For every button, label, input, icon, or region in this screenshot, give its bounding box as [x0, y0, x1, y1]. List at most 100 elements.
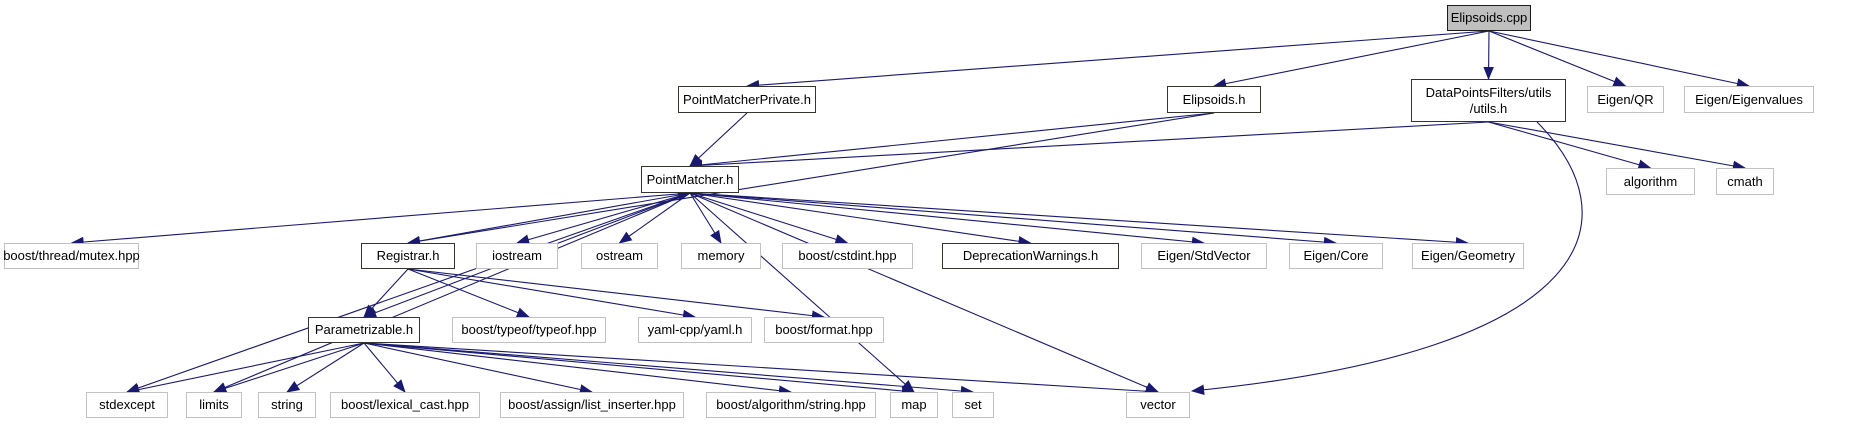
- node-label: memory: [697, 248, 745, 264]
- edge-parametrizable-to-assign: [363, 342, 594, 395]
- edge-parametrizable-to-stdexcept: [125, 342, 365, 395]
- node-eigen-qr: Eigen/QR: [1587, 86, 1664, 113]
- node-label: DeprecationWarnings.h: [962, 248, 1099, 264]
- node-label: boost/format.hpp: [775, 322, 873, 338]
- edge-utils-to-vector: [1190, 121, 1583, 396]
- edge-pointmatcher-to-cstdint: [689, 192, 849, 245]
- edge-pointmatcher-to-vector: [689, 192, 1159, 393]
- edge-pointmatcher-to-stdexcept: [126, 192, 691, 393]
- edge-pmprivate-to-pointmatcher: [689, 112, 748, 167]
- edge-registrar-to-parametrizable: [363, 268, 409, 318]
- node-eigen-geometry: Eigen/Geometry: [1412, 243, 1524, 269]
- edge-registrar-to-typeof: [407, 268, 530, 318]
- node-label: Eigen/QR: [1597, 91, 1654, 107]
- edge-parametrizable-to-set: [363, 342, 975, 397]
- node-stdexcept: stdexcept: [86, 392, 168, 418]
- edge-utils-to-algorithm: [1488, 121, 1652, 170]
- edge-elipsoids-cpp-to-elipsoids-h: [1212, 30, 1490, 89]
- edge-pointmatcher-to-mutex: [70, 192, 691, 248]
- node-map: map: [890, 392, 938, 418]
- edge-pointmatcher-to-eigen-geometry: [689, 192, 1470, 248]
- node-label: ostream: [596, 248, 643, 264]
- node-elipsoids-h[interactable]: Elipsoids.h: [1167, 86, 1261, 113]
- node-label: Parametrizable.h: [314, 322, 414, 338]
- node-label: DataPointsFilters/utils /utils.h: [1425, 84, 1552, 116]
- edge-parametrizable-to-limits: [212, 342, 365, 394]
- node-ostream: ostream: [581, 243, 658, 269]
- node-parametrizable[interactable]: Parametrizable.h: [308, 317, 420, 343]
- edge-pointmatcher-to-deprecation: [689, 192, 1032, 247]
- node-label: PointMatcher.h: [646, 171, 734, 187]
- node-pmprivate[interactable]: PointMatcherPrivate.h: [678, 86, 816, 113]
- node-vector: vector: [1126, 392, 1190, 418]
- node-label: Elipsoids.h: [1182, 91, 1246, 107]
- edge-elipsoids-cpp-to-eigen-eigenvalues: [1488, 30, 1751, 89]
- node-limits: limits: [186, 392, 242, 418]
- edge-utils-to-cmath: [1488, 121, 1747, 172]
- node-format: boost/format.hpp: [764, 317, 884, 343]
- node-assign: boost/assign/list_inserter.hpp: [500, 392, 684, 418]
- node-label: PointMatcherPrivate.h: [683, 91, 811, 107]
- edge-pointmatcher-to-ostream: [618, 192, 691, 244]
- node-label: cmath: [1727, 173, 1763, 189]
- node-typeof: boost/typeof/typeof.hpp: [452, 317, 606, 343]
- node-label: Eigen/Eigenvalues: [1695, 91, 1803, 107]
- node-label: boost/lexical_cast.hpp: [341, 397, 469, 413]
- node-eigen-core: Eigen/Core: [1289, 243, 1383, 269]
- node-label: Eigen/Core: [1303, 248, 1369, 264]
- node-eigen-stdvector: Eigen/StdVector: [1141, 243, 1267, 269]
- edge-elipsoids-cpp-to-pmprivate: [745, 30, 1490, 91]
- node-label: boost/cstdint.hpp: [798, 248, 897, 264]
- node-label: vector: [1140, 397, 1176, 413]
- node-algostring: boost/algorithm/string.hpp: [706, 392, 876, 418]
- edge-parametrizable-to-string: [286, 342, 365, 393]
- edge-utils-to-pointmatcher: [688, 121, 1489, 171]
- node-memory: memory: [681, 243, 761, 269]
- edge-pointmatcher-to-iostream: [515, 192, 691, 245]
- edge-pointmatcher-to-memory: [689, 192, 722, 244]
- node-lexical: boost/lexical_cast.hpp: [330, 392, 480, 418]
- edge-pointmatcher-to-eigen-core: [689, 192, 1338, 248]
- node-label: Eigen/Geometry: [1421, 248, 1515, 264]
- node-label: iostream: [492, 248, 542, 264]
- node-label: Registrar.h: [376, 248, 440, 264]
- node-cstdint: boost/cstdint.hpp: [782, 243, 913, 269]
- node-label: set: [964, 397, 982, 413]
- node-label: yaml-cpp/yaml.h: [647, 322, 743, 338]
- node-label: boost/algorithm/string.hpp: [716, 397, 866, 413]
- edge-registrar-to-yaml: [407, 268, 697, 321]
- edge-elipsoids-h-to-pointmatcher: [688, 112, 1215, 171]
- node-deprecation[interactable]: DeprecationWarnings.h: [942, 243, 1119, 269]
- node-pointmatcher[interactable]: PointMatcher.h: [641, 166, 739, 193]
- node-label: boost/assign/list_inserter.hpp: [508, 397, 676, 413]
- edge-pointmatcher-to-eigen-stdvector: [689, 192, 1206, 248]
- edge-elipsoids-cpp-to-eigen-qr: [1488, 30, 1627, 87]
- edge-parametrizable-to-map: [363, 342, 916, 397]
- edge-registrar-to-pointmatcher: [407, 189, 692, 244]
- node-set: set: [952, 392, 994, 418]
- node-registrar[interactable]: Registrar.h: [361, 243, 455, 269]
- node-label: string: [271, 397, 303, 413]
- node-utils[interactable]: DataPointsFilters/utils /utils.h: [1411, 79, 1566, 122]
- edge-elipsoids-h-to-registrar: [406, 112, 1215, 247]
- node-label: stdexcept: [99, 397, 155, 413]
- node-string: string: [258, 392, 316, 418]
- node-label: boost/thread/mutex.hpp: [3, 248, 140, 264]
- node-label: map: [901, 397, 927, 413]
- node-label: limits: [199, 397, 229, 413]
- node-elipsoids-cpp: Elipsoids.cpp: [1447, 5, 1531, 31]
- node-cmath: cmath: [1716, 168, 1774, 195]
- edge-parametrizable-to-algostring: [363, 342, 793, 396]
- node-mutex: boost/thread/mutex.hpp: [3, 243, 140, 269]
- node-label: Elipsoids.cpp: [1450, 10, 1528, 26]
- node-yaml: yaml-cpp/yaml.h: [638, 317, 752, 343]
- node-label: boost/typeof/typeof.hpp: [461, 322, 597, 338]
- edge-pointmatcher-to-limits: [213, 192, 691, 393]
- edge-parametrizable-to-vector: [363, 342, 1160, 397]
- edge-pointmatcher-to-map: [689, 192, 915, 393]
- node-algorithm: algorithm: [1606, 168, 1695, 195]
- edge-elipsoids-cpp-to-utils: [1483, 30, 1494, 81]
- node-label: algorithm: [1623, 173, 1678, 189]
